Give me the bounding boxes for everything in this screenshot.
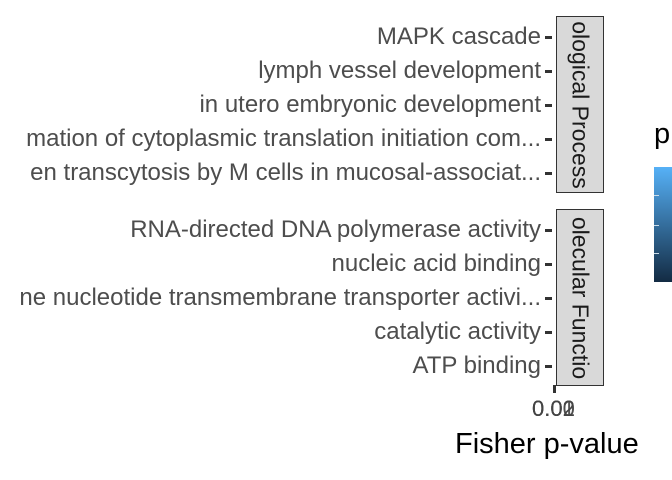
- y-tick-mark: [545, 138, 552, 141]
- y-tick-mark: [545, 297, 552, 300]
- x-tick-label: 0.02: [532, 396, 575, 421]
- y-tick-mark: [545, 263, 552, 266]
- y-tick-label: nucleic acid binding: [331, 250, 541, 277]
- legend-tick: [654, 253, 659, 254]
- y-tick-mark: [545, 36, 552, 39]
- y-tick-mark: [545, 331, 552, 334]
- x-tick-label: 0.00: [532, 396, 575, 421]
- y-tick-mark: [545, 172, 552, 175]
- x-axis-title: Fisher p-value: [455, 428, 639, 460]
- y-tick-mark: [545, 104, 552, 107]
- facet-strip-biological-process: ological Process: [556, 16, 604, 193]
- facet-strip-label: olecular Functio: [567, 216, 594, 379]
- y-tick-mark: [545, 365, 552, 368]
- x-axis-tick: [553, 385, 556, 393]
- y-tick-label: catalytic activity: [374, 318, 541, 345]
- facet-strip-molecular-function: olecular Functio: [556, 209, 604, 386]
- y-tick-mark: [545, 229, 552, 232]
- y-tick-mark: [545, 70, 552, 73]
- y-tick-label: MAPK cascade: [376, 23, 541, 50]
- y-tick-label: mation of cytoplasmic translation initia…: [26, 125, 541, 152]
- y-tick-label: ne nucleotide transmembrane transporter …: [19, 284, 541, 311]
- y-tick-label: en transcytosis by M cells in mucosal-as…: [30, 159, 541, 186]
- y-tick-label: ATP binding: [412, 352, 541, 379]
- legend-title: p: [654, 118, 671, 150]
- y-tick-label: RNA-directed DNA polymerase activity: [130, 216, 541, 243]
- y-tick-label: in utero embryonic development: [199, 91, 541, 118]
- facet-strip-label: ological Process: [567, 20, 594, 189]
- y-tick-label: lymph vessel development: [258, 57, 541, 84]
- legend-tick: [654, 225, 659, 226]
- x-tick-label: 0.01: [532, 396, 575, 421]
- legend-tick: [654, 195, 659, 196]
